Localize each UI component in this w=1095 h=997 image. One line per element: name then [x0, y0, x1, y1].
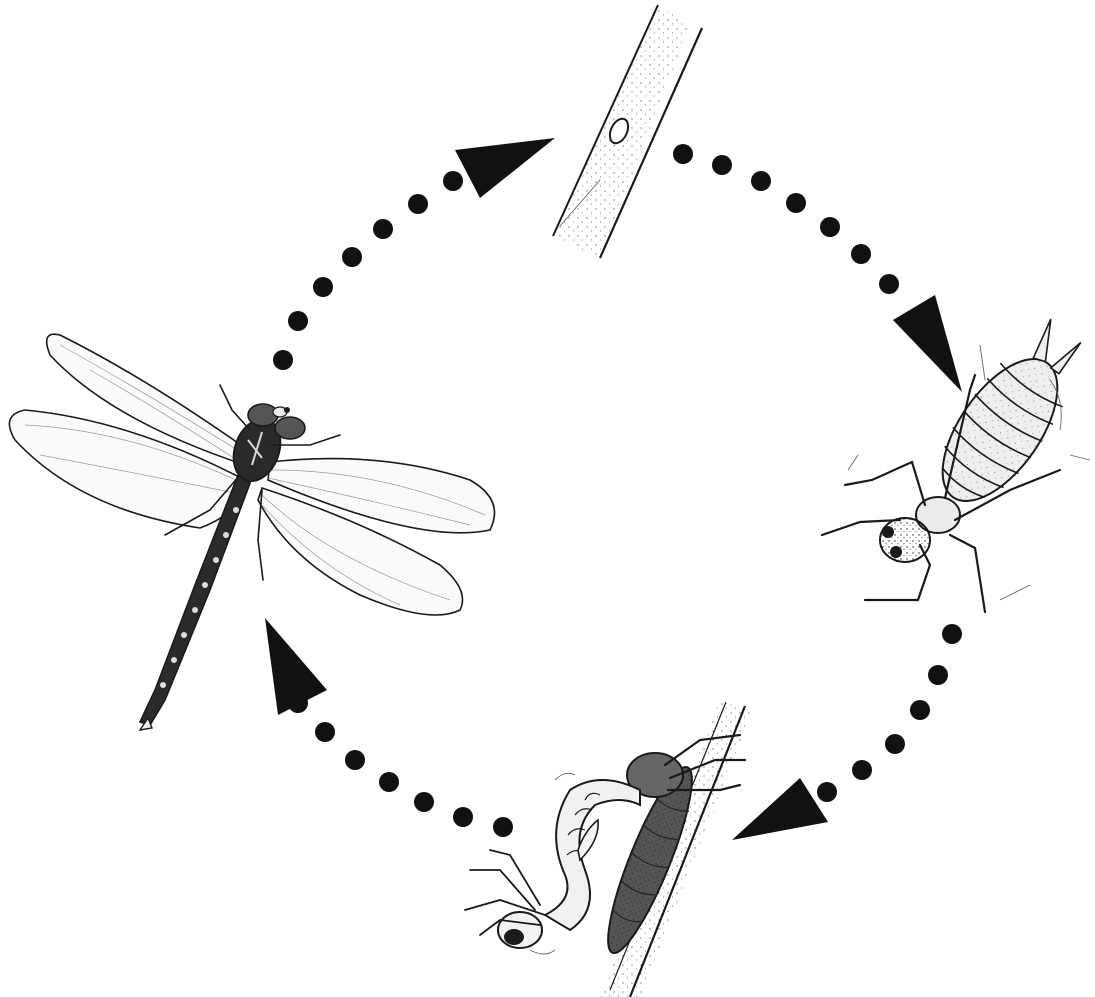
arrowhead-to-adult [265, 618, 327, 715]
nymph-head [880, 518, 930, 562]
arrow-egg-to-nymph [673, 144, 962, 392]
arrow-adult-to-egg [273, 138, 555, 370]
stage-adult-dragonfly [9, 334, 494, 730]
stage-egg [553, 5, 702, 258]
arrow-nymph-to-emerging [732, 624, 962, 840]
arrowhead-to-nymph [893, 295, 962, 392]
stage-nymph [822, 308, 1095, 612]
arrowhead-to-egg [455, 138, 555, 198]
arrowhead-to-emerging [732, 778, 828, 840]
stage-emerging-adult [465, 700, 752, 997]
arrow-emerging-to-adult [265, 618, 513, 837]
